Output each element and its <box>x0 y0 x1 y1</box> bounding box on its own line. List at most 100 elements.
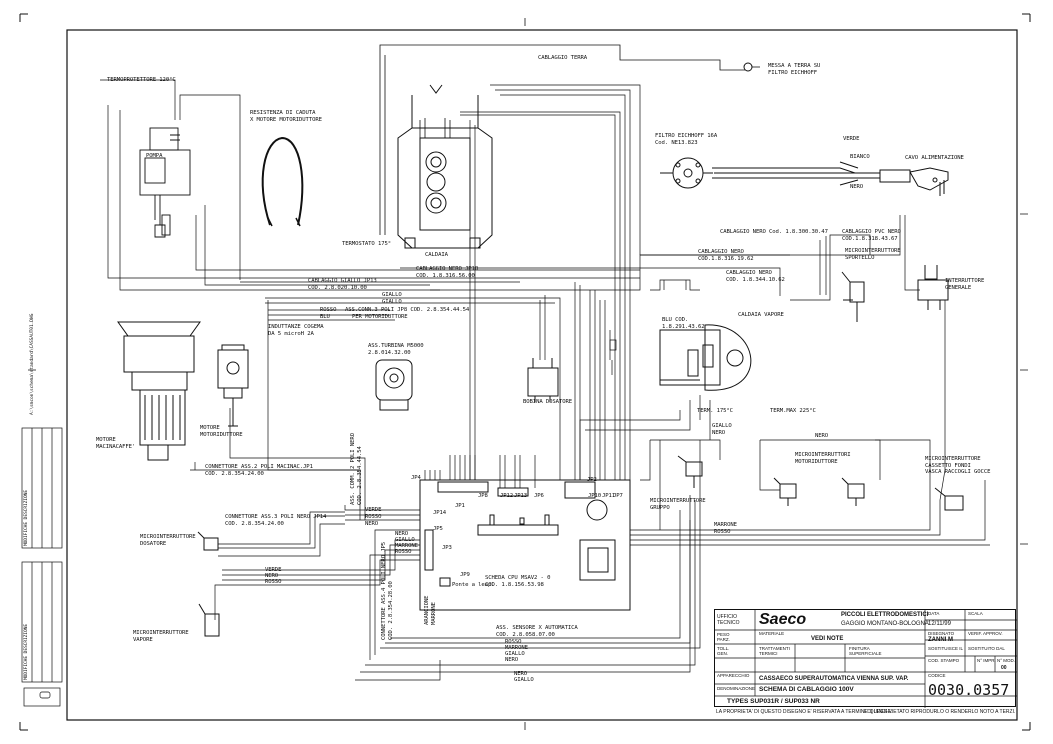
label-cablaggio-nero-cod: CABLAGGIO NERO Cod. 1.8.300.30.47 <box>720 229 828 235</box>
label-bianco: BIANCO <box>850 154 870 160</box>
tb-n-mod: 00 <box>1001 665 1007 671</box>
label-jp3: JP3 <box>442 545 452 551</box>
label-bottom2-giallo: GIALLO <box>514 677 534 683</box>
tb-scala-label: SCALA <box>968 611 983 616</box>
label-scheda: SCHEDA CPU MSAV2 - 0 COD. 1.8.156.53.98 <box>485 575 551 588</box>
tb-trattamenti-label: TRATTAMENTI TERMICI <box>759 646 790 656</box>
drawing-frame <box>66 29 1018 721</box>
pump-graphic <box>139 127 191 238</box>
label-pompa: POMPA <box>146 153 163 159</box>
label-per-motoriduttore: PER MOTORIDUTTORE <box>352 314 408 320</box>
board-wires <box>190 215 990 681</box>
label-induttanze: INDUTTANZE COGEMA DA 5 microH 2A <box>268 324 324 337</box>
filter-graphic <box>660 157 949 196</box>
tb-verif-label: VERIF. APPROV. <box>968 631 1003 636</box>
label-motore-macinacaffe: MOTORE MACINACAFFE' <box>96 437 136 450</box>
tb-company: PICCOLI ELETTRODOMESTICI <box>841 612 929 618</box>
label-marrone: MARRONE <box>714 522 737 528</box>
label-ponte: Ponte a leap. <box>452 582 495 588</box>
label-microint-vapore: MICROINTERRUTTORE VAPORE <box>133 630 189 643</box>
resistor-graphic <box>261 136 304 226</box>
label-connettore-jp14: CONNETTORE ASS.3 POLI NERO JP14 COD. 2.8… <box>225 514 327 527</box>
label-bottom-nero: NERO <box>505 657 519 663</box>
label-ass-turbina: ASS.TURBINA M5000 2.8.014.32.00 <box>368 343 424 356</box>
wire-bundle-top <box>100 79 790 480</box>
label-conn-jp5: CONNETTORE ASS.4 POLI NERO JP5 COD. 2.8.… <box>381 541 394 640</box>
label-jp14-nero: NERO <box>365 521 379 527</box>
label-nero-s2: NERO <box>815 433 829 439</box>
label-blu: BLU <box>320 314 330 320</box>
label-ass-sensore: ASS. SENSORE X AUTOMATICA COD. 2.8.058.0… <box>496 625 578 638</box>
label-microint-sportello: MICROINTERRUTTORE SPORTELLO <box>845 248 901 261</box>
label-jp5-nero: NERO <box>395 531 409 537</box>
tb-toll-label: TOLL. GEN. <box>717 646 730 656</box>
label-motore-motoriduttore: MOTORE MOTORIDUTTORE <box>200 425 243 438</box>
label-termostato: TERMOSTATO 175° <box>342 241 392 247</box>
label-verde: VERDE <box>843 136 860 142</box>
label-jp11: JP11 <box>602 493 616 499</box>
tb-materiale: VEDI NOTE <box>811 636 844 642</box>
label-jp5-rosso: ROSSO <box>395 549 412 555</box>
flowmeter-graphic <box>375 359 413 411</box>
dosing-coil-graphic <box>527 358 559 402</box>
label-jp14: JP14 <box>433 510 447 516</box>
tb-cod-stampo-label: COD. STAMPO <box>928 658 960 663</box>
label-vertical-ass: ASS. COMM. 2 POLI NERO COD. 2.8.354.44.5… <box>350 433 363 505</box>
label-cavo: CAVO ALIMENTAZIONE <box>905 155 964 161</box>
label-microint-motoriduttore: MICROINTERRUTTORI MOTORIDUTTORE <box>795 452 851 465</box>
tb-denominazione: SCHEMA DI CABLAGGIO 100V <box>759 686 854 693</box>
tb-n-impr-label: N° IMPR. <box>977 658 996 663</box>
tb-sostituito-label: SOSTITUITO DAL <box>968 646 1005 651</box>
label-jp5-giallo: GIALLO <box>395 537 415 543</box>
label-ass-cond: ASS.CONN.3 POLI JP8 COD. 2.8.354.44.54 <box>345 307 470 313</box>
label-dos-rosso: ROSSO <box>265 579 282 585</box>
tb-disegnato-label: DISEGNATO <box>928 631 955 636</box>
label-arancione-marrone: ARANCIONE MARRONE <box>424 595 437 625</box>
tb-finitura-label: FINITURA SUPERFICIALE <box>849 646 882 656</box>
label-cablaggio-giallo: CABLAGGIO GIALLO JP13 COD. 2.8.020.10.00 <box>308 278 377 291</box>
door-switch-graphic <box>841 265 949 322</box>
label-filtro: FILTRO EICHHOFF 16A Cod. NE13.823 <box>655 133 718 146</box>
label-jp7: JP7 <box>613 493 623 499</box>
label-caldaia: CALDAIA <box>425 252 448 258</box>
label-rosso2: ROSSO <box>714 529 731 535</box>
label-interruttore-gen: INTERRUTTORE GENERALE <box>945 278 985 291</box>
label-bottom-giallo: GIALLO <box>505 651 525 657</box>
tb-proprieta: LA PROPRIETA' DI QUESTO DISEGNO E' RISER… <box>716 709 893 715</box>
tb-disegnato: ZANNI M <box>928 637 953 643</box>
tb-brand: Saeco <box>759 611 807 628</box>
label-connettore-jp1: CONNETTORE ASS.2 POLI MACINAC.JP1 COD. 2… <box>205 464 313 477</box>
tb-company-loc: GAGGIO MONTANO-BOLOGNA <box>841 621 929 627</box>
label-bottom-marrone: MARRONE <box>505 645 528 651</box>
label-term225: TERM.MAX 225°C <box>770 408 816 414</box>
label-jp14-rosso: ROSSO <box>365 514 382 520</box>
label-nero-s: NERO <box>712 430 726 436</box>
tb-apparecchio: CASSAECO SUPERAUTOMATICA VIENNA SUP. VAP… <box>759 676 909 682</box>
title-block: UFFICIO TECNICO Saeco PICCOLI ELETTRODOM… <box>714 609 1017 708</box>
label-jp9: JP9 <box>460 572 470 578</box>
microswitch-graphics <box>197 455 964 637</box>
label-bottom-rosso: ROSSO <box>505 639 522 645</box>
label-termoprotettore: TERMOPROTETTORE 120°C <box>107 77 176 83</box>
label-microint-dosatore: MICROINTERRUTTORE DOSATORE <box>140 534 196 547</box>
tb-codice: 0030.0357 <box>928 681 1010 699</box>
label-cablaggio-nero-jp10: CABLAGGIO NERO JP10 COD. 1.8.316.56.00 <box>416 266 479 279</box>
steam-boiler-graphic <box>659 324 752 391</box>
label-jp5-marrone: MARRONE <box>395 543 418 549</box>
label-revision-2: MODIFICHE DESCRIZIONE <box>24 624 29 680</box>
label-messa-terra: MESSA A TERRA SU FILTRO EICHHOFF <box>768 63 821 76</box>
label-blu-cod: BLU COD. 1.8.291.43.62 <box>662 317 705 330</box>
tb-n-mod-label: N° MOD. <box>997 658 1016 663</box>
tb-apparecchio-label: APPARECCHIO <box>717 673 750 678</box>
tb-data-label: DATA <box>928 611 940 616</box>
label-jp14-verde: VERDE <box>365 507 382 513</box>
label-revision-1: MODIFICHE DESCRIZIONE <box>24 490 29 546</box>
label-jp5: JP5 <box>433 526 443 532</box>
tb-ufficio: UFFICIO TECNICO <box>717 614 740 626</box>
label-jp2: JP2 <box>587 477 597 483</box>
geared-motor-graphic <box>217 344 249 427</box>
label-giallo-1: GIALLO <box>382 292 402 298</box>
label-left-edge-note: A:\smcon\schema\standard\CASSAUT01.DWG <box>30 313 35 415</box>
revision-table <box>21 427 63 707</box>
